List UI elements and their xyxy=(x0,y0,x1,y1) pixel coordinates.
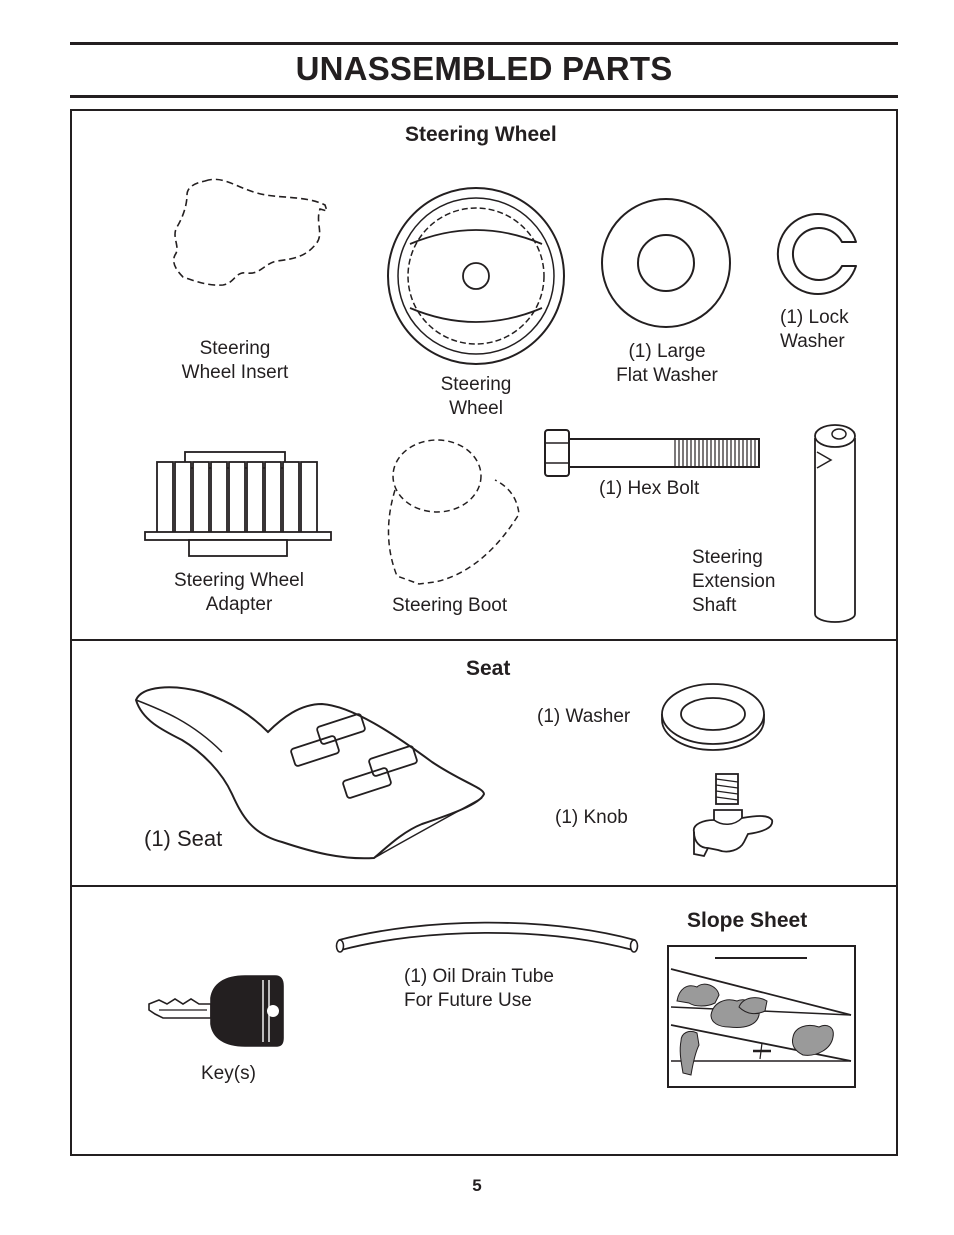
top-rule xyxy=(70,42,898,45)
flat-washer-label-line2: Flat Washer xyxy=(616,365,718,386)
section-divider-2 xyxy=(72,885,896,887)
steering-wheel-insert-label: Steering Wheel Insert xyxy=(150,337,320,385)
steering-wheel-adapter-label: Steering Wheel Adapter xyxy=(149,569,329,617)
steering-wheel-insert-label-line2: Wheel Insert xyxy=(181,362,289,383)
steering-wheel-adapter-label-line1: Steering Wheel xyxy=(174,570,304,591)
title-underline xyxy=(70,95,898,98)
knob-icon xyxy=(692,773,774,858)
hex-bolt-label: (1) Hex Bolt xyxy=(599,478,700,499)
knob-label: (1) Knob xyxy=(555,807,628,828)
flat-washer-label-line1: (1) Large xyxy=(628,341,706,362)
seat-section-heading: Seat xyxy=(466,657,511,680)
steering-wheel-insert-label-line1: Steering xyxy=(199,338,271,359)
steering-boot-icon xyxy=(387,439,520,585)
steering-wheel-label-line2: Wheel xyxy=(449,398,503,419)
steering-wheel-adapter-icon xyxy=(144,451,332,557)
hex-bolt-icon xyxy=(544,429,760,477)
slope-sheet-heading: Slope Sheet xyxy=(687,909,808,932)
extension-shaft-label-line3: Shaft xyxy=(692,595,737,616)
page-number: 5 xyxy=(472,1176,482,1195)
extension-shaft-label-line1: Steering xyxy=(692,547,763,568)
section-divider-1 xyxy=(72,639,896,641)
washer-label: (1) Washer xyxy=(537,706,631,727)
seat-label: (1) Seat xyxy=(144,826,223,851)
flat-washer-icon xyxy=(601,198,731,328)
lock-washer-label-line1: (1) Lock xyxy=(780,307,849,328)
parts-frame xyxy=(70,109,898,1156)
slope-sheet-icon xyxy=(667,945,856,1088)
steering-boot-label: Steering Boot xyxy=(392,595,508,616)
key-icon xyxy=(148,975,284,1047)
steering-wheel-insert-icon xyxy=(172,178,329,286)
oil-drain-tube-label-line2: For Future Use xyxy=(404,990,532,1011)
oil-drain-tube-icon xyxy=(335,921,639,953)
extension-shaft-label: Steering Extension Shaft xyxy=(692,546,775,618)
oil-drain-tube-label: (1) Oil Drain Tube For Future Use xyxy=(404,965,554,1013)
washer-icon xyxy=(661,683,765,751)
steering-wheel-icon xyxy=(387,187,565,365)
lock-washer-label: (1) Lock Washer xyxy=(780,306,849,354)
lock-washer-icon xyxy=(776,213,857,295)
oil-drain-tube-label-line1: (1) Oil Drain Tube xyxy=(404,966,554,987)
extension-shaft-icon xyxy=(814,424,856,623)
page-title: UNASSEMBLED PARTS xyxy=(295,50,673,87)
steering-wheel-label-line1: Steering xyxy=(440,374,512,395)
steering-wheel-label: Steering Wheel xyxy=(406,373,546,421)
extension-shaft-label-line2: Extension xyxy=(692,571,776,592)
flat-washer-label: (1) Large Flat Washer xyxy=(597,340,737,388)
lock-washer-label-line2: Washer xyxy=(780,331,845,352)
key-label: Key(s) xyxy=(201,1063,256,1084)
seat-icon xyxy=(134,686,486,860)
steering-wheel-adapter-label-line2: Adapter xyxy=(205,594,273,615)
steering-section-heading: Steering Wheel xyxy=(405,123,557,146)
